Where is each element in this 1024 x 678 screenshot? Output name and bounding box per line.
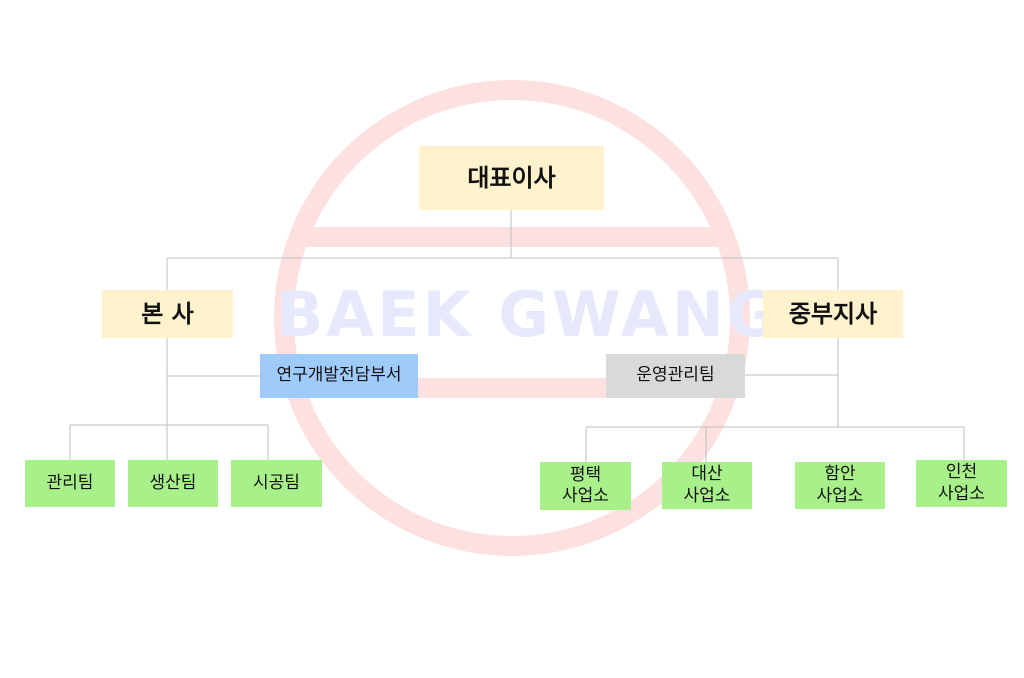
node-rnd-dept: 연구개발전담부서: [260, 354, 418, 398]
node-office: 인천 사업소: [916, 460, 1007, 507]
node-headquarters: 본 사: [102, 290, 233, 338]
node-central-branch: 중부지사: [763, 290, 903, 338]
node-headquarters-label: 본 사: [141, 300, 194, 328]
node-operations-team: 운영관리팀: [606, 354, 745, 398]
node-office-label: 대산 사업소: [683, 464, 731, 506]
node-rnd-dept-label: 연구개발전담부서: [276, 365, 402, 386]
node-central-branch-label: 중부지사: [788, 300, 878, 328]
watermark-ring: [274, 80, 750, 556]
node-team-label: 생산팀: [149, 472, 197, 493]
node-team: 시공팀: [231, 460, 322, 507]
node-office: 함안 사업소: [795, 462, 885, 509]
node-team-label: 시공팀: [253, 472, 300, 493]
node-office: 평택 사업소: [540, 462, 631, 510]
node-ceo-label: 대표이사: [467, 164, 556, 192]
watermark-bar-top: [296, 227, 728, 247]
node-ceo: 대표이사: [419, 146, 604, 210]
node-team: 생산팀: [128, 460, 218, 507]
node-office: 대산 사업소: [662, 462, 752, 509]
node-office-label: 인천 사업소: [938, 462, 985, 504]
node-office-label: 평택 사업소: [562, 464, 609, 506]
node-team-label: 관리팀: [46, 472, 94, 493]
node-office-label: 함안 사업소: [816, 464, 864, 506]
node-operations-team-label: 운영관리팀: [636, 365, 715, 386]
node-team: 관리팀: [25, 460, 115, 507]
watermark-text: BAEK GWANG: [276, 278, 781, 351]
